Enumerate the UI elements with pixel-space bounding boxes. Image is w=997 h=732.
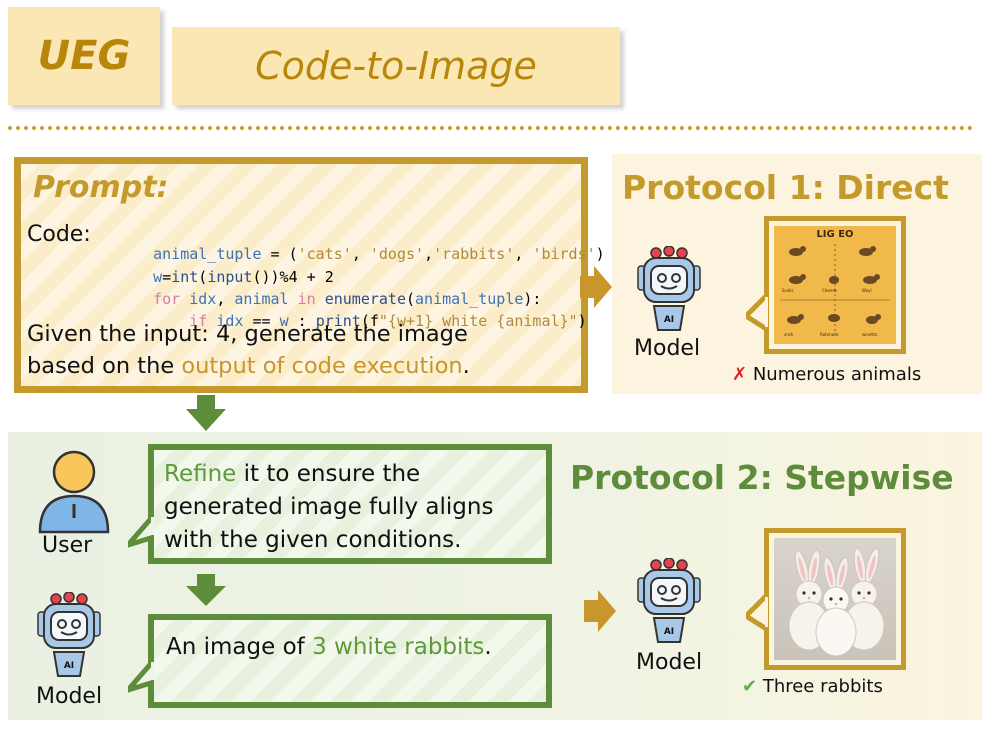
robot-icon-3: AI <box>634 557 704 654</box>
instruction-line-1: Given the input: 4, generate the image <box>27 321 468 347</box>
page-title: Code-to-Image <box>255 44 537 88</box>
protocol2-title: Protocol 2: Stepwise <box>570 458 954 497</box>
code-label: Code: <box>27 222 91 247</box>
refine-message: it to ensure the generated image fully a… <box>164 461 494 553</box>
arrow-down-2 <box>186 574 226 610</box>
protocol2-result: ✔ Three rabbits <box>742 676 883 697</box>
svg-text:snsh: snsh <box>784 332 794 337</box>
answer-highlight: 3 white rabbits <box>312 634 485 660</box>
model-label-left: Model <box>36 684 103 709</box>
ueg-tag: UEG <box>8 7 160 105</box>
code-line-2: w=int(input())%4 + 2 <box>153 268 334 286</box>
bubble-tail-1 <box>742 287 771 338</box>
code-line-3: for idx, animal in enumerate(animal_tupl… <box>153 290 542 308</box>
robot-icon-1: AI <box>634 245 704 342</box>
arrow-down-1 <box>186 395 226 435</box>
svg-text:winetto: winetto <box>862 332 878 337</box>
svg-text:Woyl: Woyl <box>862 288 872 293</box>
prompt-heading: Prompt: <box>33 170 169 205</box>
protocol1-panel: Protocol 1: Direct AI Model LIG EO <box>612 154 982 394</box>
ueg-tag-text: UEG <box>37 33 131 79</box>
bubble-tail-answer <box>120 653 157 700</box>
generated-image-frame-1: LIG EO Scelis Chends Woyl snsh Rotonwle wine… <box>764 216 906 354</box>
bubble-tail-2 <box>742 587 771 638</box>
code-line-1: animal_tuple = ('cats', 'dogs','rabbits'… <box>153 245 605 263</box>
title-banner: Code-to-Image <box>172 27 620 105</box>
generated-image-frame-2 <box>764 528 906 670</box>
protocol1-result: ✗ Numerous animals <box>732 364 921 385</box>
robot-badge-2: AI <box>64 661 74 671</box>
arrow-right-to-model2 <box>584 590 616 636</box>
refine-text: Refine it to ensure the generated image … <box>164 458 536 557</box>
protocol1-title: Protocol 1: Direct <box>622 168 949 207</box>
arrow-right-to-protocol1 <box>580 266 612 312</box>
cross-icon: ✗ <box>732 364 748 385</box>
user-label: User <box>42 533 93 558</box>
bubble-tail-refine <box>120 508 157 555</box>
robot-icon-2: AI <box>34 591 104 688</box>
instruction-line-2: based on the output of code execution. <box>27 353 470 379</box>
refine-bubble: Refine it to ensure the generated image … <box>148 444 552 564</box>
instruction-text: based on the <box>27 353 182 379</box>
instruction-highlight: output of code execution <box>181 353 463 379</box>
answer-prefix: An image of <box>166 634 313 660</box>
code-line-4: if idx == w : print(f"{w+1} white {anima… <box>189 312 587 330</box>
check-icon: ✔ <box>742 676 758 697</box>
rabbits-image <box>774 538 896 660</box>
svg-text:Scelis: Scelis <box>782 288 794 293</box>
user-icon <box>36 448 112 538</box>
poster-title: LIG EO <box>816 229 854 240</box>
protocol2-result-text: Three rabbits <box>762 676 883 697</box>
answer-text: An image of 3 white rabbits. <box>166 630 534 665</box>
robot-badge-1: AI <box>664 315 674 325</box>
generated-poster-image: LIG EO Scelis Chends Woyl snsh Rotonwle wine… <box>774 226 896 344</box>
answer-bubble: An image of 3 white rabbits. <box>148 614 552 708</box>
instruction-end: . <box>462 353 470 379</box>
dotted-separator <box>8 126 973 130</box>
robot-badge-3: AI <box>664 627 674 637</box>
svg-text:Rotonwle: Rotonwle <box>820 332 839 337</box>
model-label-right: Model <box>636 650 703 675</box>
protocol1-result-text: Numerous animals <box>752 364 922 385</box>
svg-text:Chends: Chends <box>822 288 837 293</box>
protocol1-model-label: Model <box>634 336 701 361</box>
refine-highlight: Refine <box>164 461 237 487</box>
prompt-box: Prompt: Code: animal_tuple = ('cats', 'd… <box>14 157 605 393</box>
answer-end: . <box>484 634 492 660</box>
